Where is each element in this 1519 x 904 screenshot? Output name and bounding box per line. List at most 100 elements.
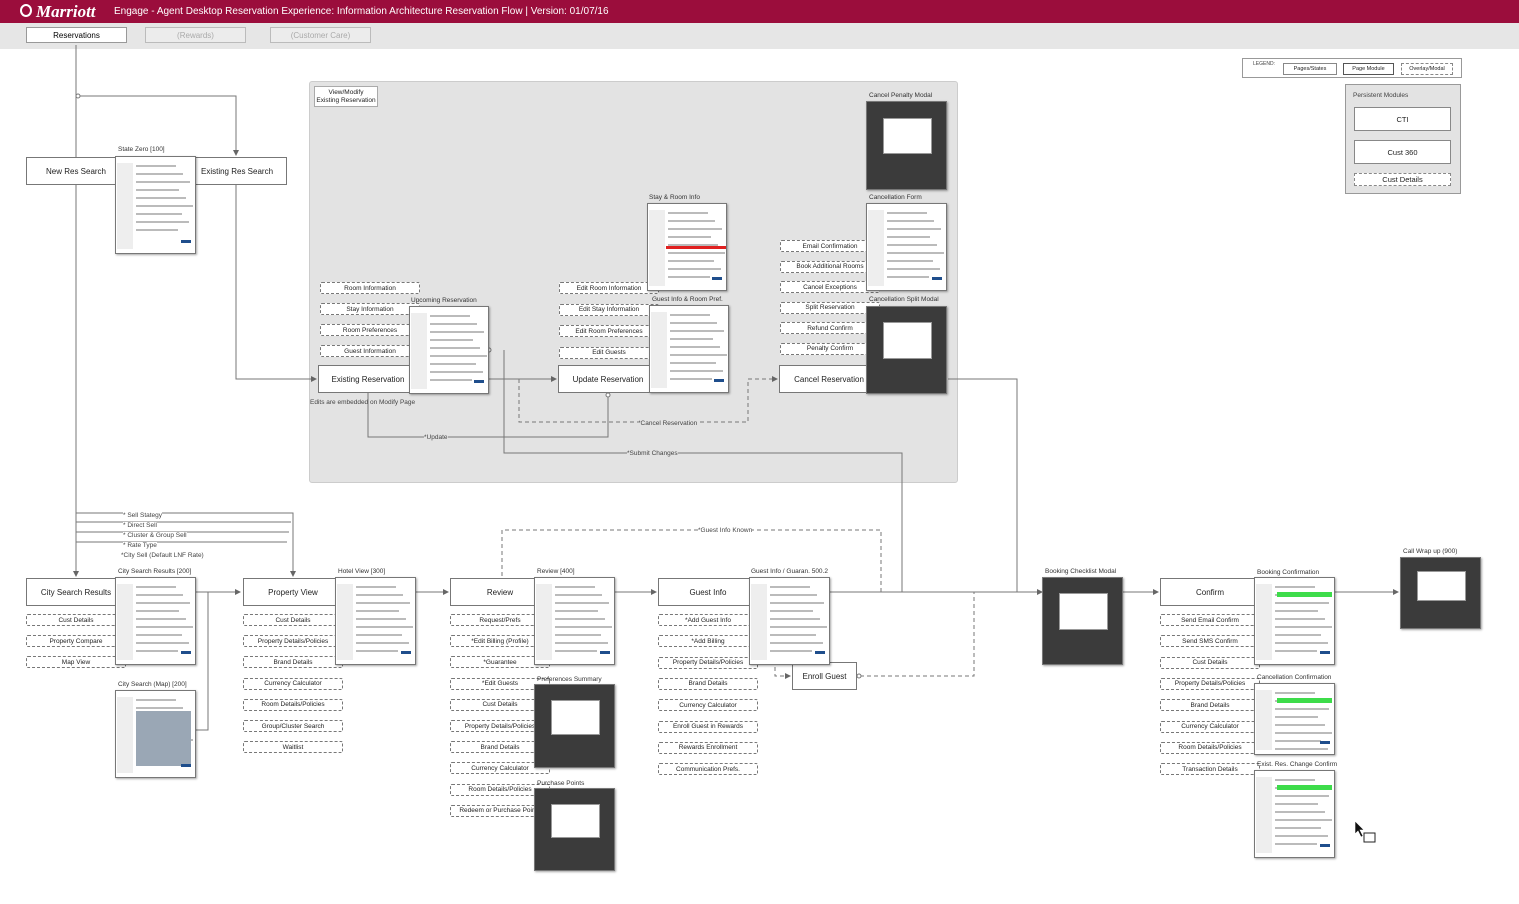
tab-customer-care[interactable]: (Customer Care) xyxy=(270,27,371,43)
review-module[interactable]: Property Details/Policies xyxy=(450,720,550,732)
screen-thumbnail[interactable] xyxy=(866,306,947,394)
screen-thumbnail[interactable] xyxy=(335,577,416,665)
thumbnail-line xyxy=(1275,740,1321,742)
screen-thumbnail[interactable] xyxy=(1400,557,1481,629)
guest-module[interactable]: Brand Details xyxy=(658,677,758,690)
screen-thumbnail[interactable] xyxy=(649,305,729,393)
property-module[interactable]: Brand Details xyxy=(243,656,343,669)
thumbnail-line xyxy=(136,173,183,175)
screen-thumbnail[interactable] xyxy=(1254,770,1335,858)
thumbnail-line xyxy=(430,331,484,333)
confirm-module[interactable]: Transaction Details xyxy=(1160,763,1260,776)
thumbnail-label: State Zero [100] xyxy=(118,146,165,153)
guest-module[interactable]: Currency Calculator xyxy=(658,699,758,712)
existing-module[interactable]: Stay Information xyxy=(320,303,420,315)
guest-module[interactable]: *Add Guest Info xyxy=(658,614,758,626)
node-review[interactable]: Review xyxy=(450,578,550,606)
confirm-module[interactable]: Room Details/Policies xyxy=(1160,741,1260,754)
node-existing-res-search[interactable]: Existing Res Search xyxy=(187,157,287,185)
guest-module[interactable]: Rewards Enrollment xyxy=(658,741,758,754)
review-module[interactable]: *Guarantee xyxy=(450,656,550,669)
screen-thumbnail[interactable] xyxy=(115,577,196,665)
city-module[interactable]: Cust Details xyxy=(26,614,126,626)
review-module[interactable]: *Edit Guests xyxy=(450,677,550,690)
screen-thumbnail[interactable] xyxy=(866,101,947,190)
tab-rewards[interactable]: (Rewards) xyxy=(145,27,246,43)
update-module[interactable]: Edit Guests xyxy=(559,346,659,359)
property-module[interactable]: Currency Calculator xyxy=(243,677,343,690)
persistent-cust-360: Cust 360 xyxy=(1354,140,1451,164)
property-module[interactable]: Waitlist xyxy=(243,741,343,754)
confirm-module[interactable]: Property Details/Policies xyxy=(1160,677,1260,690)
node-enroll-guest[interactable]: Enroll Guest xyxy=(792,662,857,690)
confirm-module[interactable]: Send SMS Confirm xyxy=(1160,635,1260,648)
thumbnail-line xyxy=(670,370,723,372)
screen-thumbnail[interactable] xyxy=(647,203,727,291)
thumbnail-line xyxy=(1275,716,1318,718)
city-module[interactable]: Map View xyxy=(26,656,126,668)
node-city-search-results[interactable]: City Search Results xyxy=(26,578,126,606)
existing-module[interactable]: Room Information xyxy=(320,282,420,294)
review-module[interactable]: *Edit Billing (Profile) xyxy=(450,635,550,648)
property-module[interactable]: Cust Details xyxy=(243,614,343,626)
screen-thumbnail[interactable] xyxy=(1254,683,1335,755)
cancel-module[interactable]: Split Reservation xyxy=(780,301,880,314)
thumbnail-sidebar xyxy=(536,584,552,660)
screen-thumbnail[interactable] xyxy=(534,684,615,768)
view-modify-title-1: View/Modify xyxy=(328,88,364,96)
cancel-module[interactable]: Email Confirmation xyxy=(780,240,880,252)
screen-thumbnail[interactable] xyxy=(1042,577,1123,665)
screen-thumbnail[interactable] xyxy=(866,203,947,291)
screen-thumbnail[interactable] xyxy=(534,577,615,665)
existing-module[interactable]: Guest Information xyxy=(320,345,420,357)
mouse-cursor-icon xyxy=(1354,820,1376,843)
node-property-view[interactable]: Property View xyxy=(243,578,343,606)
update-module[interactable]: Edit Room Information xyxy=(559,282,659,294)
confirm-module[interactable]: Brand Details xyxy=(1160,699,1260,712)
thumbnail-line xyxy=(1275,827,1321,829)
review-module[interactable]: Currency Calculator xyxy=(450,762,550,775)
screen-thumbnail[interactable] xyxy=(115,156,196,254)
confirm-module[interactable]: Currency Calculator xyxy=(1160,720,1260,733)
thumbnail-line xyxy=(668,276,710,278)
guest-module[interactable]: Property Details/Policies xyxy=(658,656,758,669)
existing-module[interactable]: Room Preferences xyxy=(320,324,420,336)
screen-thumbnail[interactable] xyxy=(749,577,830,665)
review-module[interactable]: Brand Details xyxy=(450,741,550,754)
cancel-module[interactable]: Refund Confirm xyxy=(780,322,880,334)
thumbnail-line xyxy=(430,315,470,317)
cancel-module[interactable]: Penalty Confirm xyxy=(780,342,880,355)
tab-reservations[interactable]: Reservations xyxy=(26,27,127,43)
property-module[interactable]: Group/Cluster Search xyxy=(243,720,343,732)
node-update-reservation[interactable]: Update Reservation xyxy=(558,365,658,393)
property-module[interactable]: Room Details/Policies xyxy=(243,698,343,711)
screen-thumbnail[interactable] xyxy=(409,306,489,394)
screen-thumbnail[interactable] xyxy=(1254,577,1335,665)
confirm-module[interactable]: Send Email Confirm xyxy=(1160,614,1260,626)
guest-module[interactable]: Communication Prefs. xyxy=(658,763,758,776)
node-new-res-search[interactable]: New Res Search xyxy=(26,157,126,185)
screen-thumbnail[interactable] xyxy=(534,788,615,871)
legend-title: LEGEND: xyxy=(1253,61,1275,67)
update-module[interactable]: Edit Room Preferences xyxy=(559,325,659,337)
thumbnail-button xyxy=(815,651,825,654)
node-existing-reservation[interactable]: Existing Reservation xyxy=(318,365,418,393)
property-module[interactable]: Property Details/Policies xyxy=(243,635,343,648)
cancel-module[interactable]: Book Additional Rooms xyxy=(780,260,880,273)
thumbnail-line xyxy=(887,260,933,262)
node-cancel-reservation[interactable]: Cancel Reservation xyxy=(779,365,879,393)
modal-preview xyxy=(550,699,601,735)
thumbnail-line xyxy=(136,221,189,223)
guest-module[interactable]: *Add Billing xyxy=(658,635,758,648)
node-guest-info[interactable]: Guest Info xyxy=(658,578,758,606)
cancel-module[interactable]: Cancel Exceptions xyxy=(780,281,880,293)
city-module[interactable]: Property Compare xyxy=(26,635,126,647)
thumbnail-line xyxy=(1275,724,1325,726)
confirm-module[interactable]: Cust Details xyxy=(1160,656,1260,669)
update-module[interactable]: Edit Stay Information xyxy=(559,303,659,316)
thumbnail-line xyxy=(430,347,480,349)
thumbnail-line xyxy=(668,220,715,222)
node-confirm[interactable]: Confirm xyxy=(1160,578,1260,606)
screen-thumbnail[interactable] xyxy=(115,690,196,778)
guest-module[interactable]: Enroll Guest in Rewards xyxy=(658,720,758,733)
